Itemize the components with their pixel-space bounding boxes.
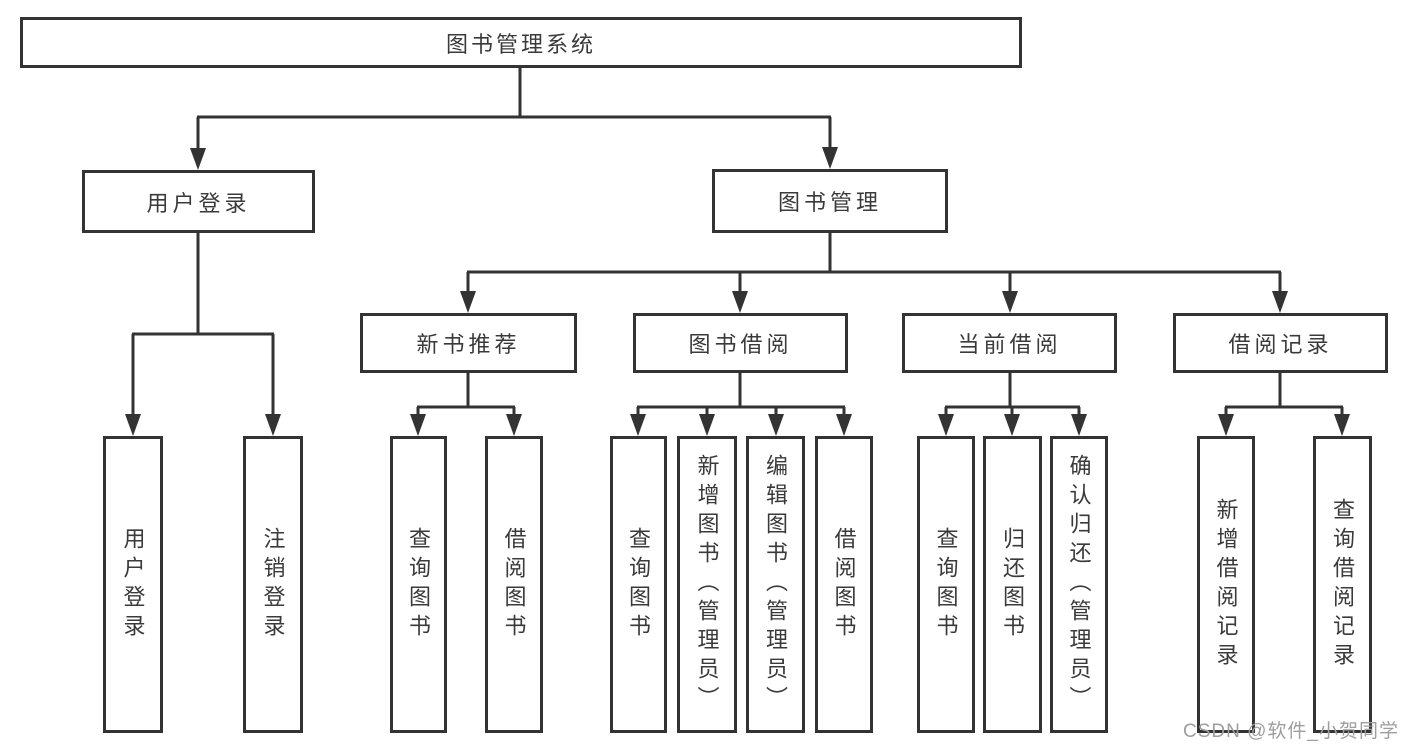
node-label: 用户登录 bbox=[120, 526, 146, 643]
arrow-down-icon bbox=[732, 291, 748, 313]
arrow-down-icon bbox=[125, 414, 141, 436]
arrow-down-icon bbox=[1334, 414, 1350, 436]
node-label: 当前借阅 bbox=[957, 332, 1062, 357]
node-label: 图书借阅 bbox=[688, 332, 793, 357]
node-label: 查询借阅记录 bbox=[1330, 497, 1356, 672]
arrow-down-icon bbox=[768, 414, 784, 436]
node-user-login: 用户登录 bbox=[82, 170, 315, 233]
node-root-library-system: 图书管理系统 bbox=[20, 17, 1022, 68]
arrow-down-icon bbox=[938, 414, 954, 436]
node-label: 借阅记录 bbox=[1228, 332, 1333, 357]
leaf-user-login: 用户登录 bbox=[103, 436, 163, 733]
node-new-book-recommend: 新书推荐 bbox=[360, 313, 577, 373]
arrow-down-icon bbox=[506, 414, 522, 436]
leaf-edit-books-admin: 编辑图书（管理员） bbox=[746, 436, 805, 733]
arrow-down-icon bbox=[836, 414, 852, 436]
node-label: 注销登录 bbox=[260, 526, 286, 643]
arrow-down-icon bbox=[822, 147, 838, 169]
leaf-borrow-books: 借阅图书 bbox=[815, 436, 873, 733]
node-label: 查询图书 bbox=[933, 526, 959, 643]
node-label: 借阅图书 bbox=[831, 526, 857, 643]
leaf-confirm-return-admin: 确认归还（管理员） bbox=[1050, 436, 1108, 733]
arrowheads bbox=[125, 147, 1350, 436]
leaf-borrow-books-recommend: 借阅图书 bbox=[485, 436, 543, 733]
leaf-query-borrow-record: 查询借阅记录 bbox=[1313, 436, 1372, 733]
arrow-down-icon bbox=[1272, 291, 1288, 313]
node-label: 确认归还（管理员） bbox=[1066, 454, 1092, 715]
arrow-down-icon bbox=[699, 414, 715, 436]
leaf-query-books-recommend: 查询图书 bbox=[390, 436, 447, 733]
node-borrow-records: 借阅记录 bbox=[1173, 313, 1388, 373]
arrow-down-icon bbox=[1218, 414, 1234, 436]
arrow-down-icon bbox=[460, 291, 476, 313]
arrow-down-icon bbox=[1004, 414, 1020, 436]
arrow-down-icon bbox=[190, 148, 206, 170]
arrow-down-icon bbox=[1002, 291, 1018, 313]
node-book-management: 图书管理 bbox=[712, 169, 948, 233]
node-label: 图书管理系统 bbox=[445, 31, 596, 57]
node-label: 用户登录 bbox=[146, 190, 251, 216]
node-label: 查询图书 bbox=[406, 526, 432, 643]
arrow-down-icon bbox=[410, 414, 426, 436]
leaf-logout: 注销登录 bbox=[243, 436, 303, 733]
arrow-down-icon bbox=[265, 414, 281, 436]
node-label: 新书推荐 bbox=[416, 332, 521, 357]
node-label: 新增图书（管理员） bbox=[694, 454, 720, 715]
node-label: 查询图书 bbox=[626, 526, 652, 643]
leaf-add-borrow-record: 新增借阅记录 bbox=[1197, 436, 1255, 733]
node-label: 图书管理 bbox=[777, 190, 882, 215]
arrow-down-icon bbox=[630, 414, 646, 436]
node-label: 新增借阅记录 bbox=[1213, 497, 1239, 672]
leaf-query-books-current: 查询图书 bbox=[917, 436, 975, 733]
leaf-query-books-borrow: 查询图书 bbox=[610, 436, 667, 733]
node-label: 编辑图书（管理员） bbox=[763, 454, 789, 715]
watermark: CSDN @软件_小贺同学 bbox=[1183, 721, 1399, 742]
leaf-return-books: 归还图书 bbox=[983, 436, 1042, 733]
node-book-borrowing: 图书借阅 bbox=[633, 313, 848, 373]
leaf-add-books-admin: 新增图书（管理员） bbox=[677, 436, 737, 733]
arrow-down-icon bbox=[1071, 414, 1087, 436]
node-current-borrowing: 当前借阅 bbox=[902, 313, 1117, 373]
node-label: 归还图书 bbox=[1000, 526, 1026, 643]
node-label: 借阅图书 bbox=[501, 526, 527, 643]
